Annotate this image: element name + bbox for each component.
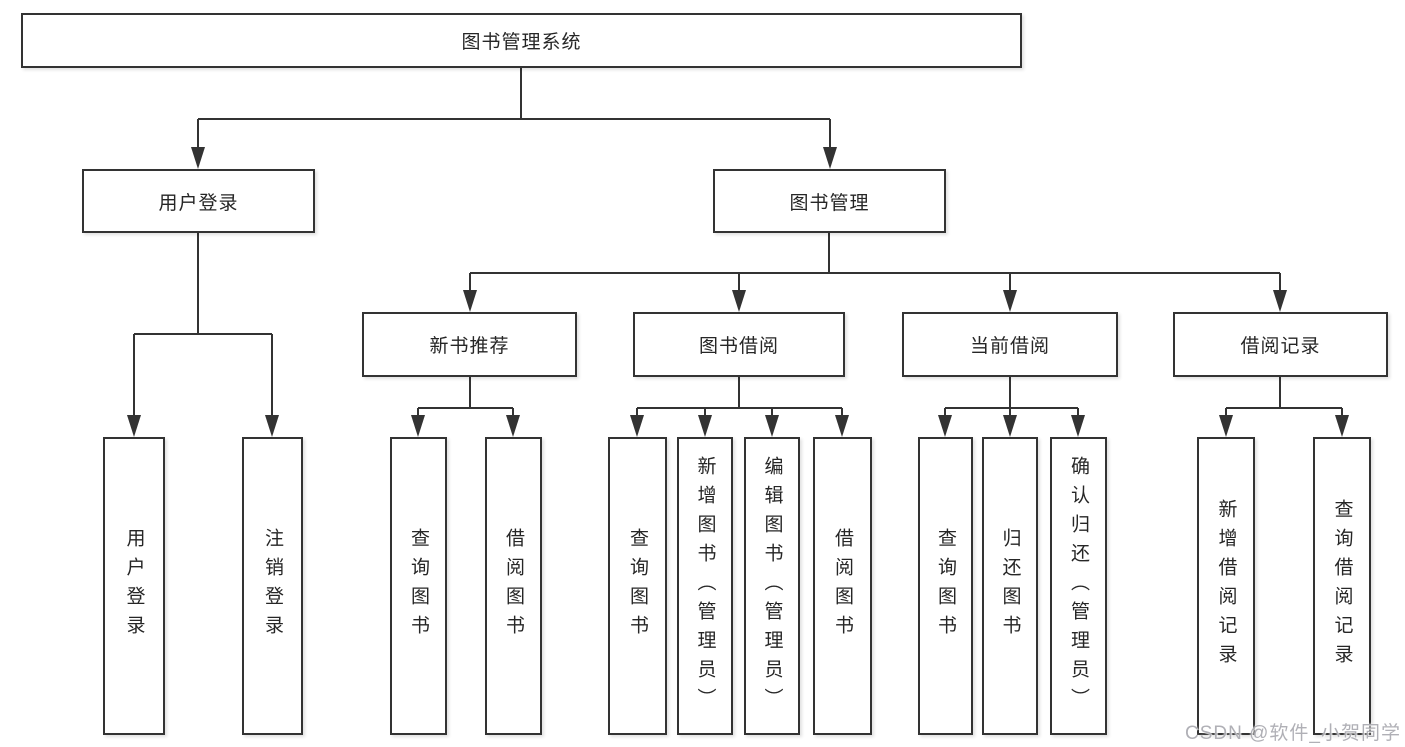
connector-new-book-rec-to-leaves (417, 377, 514, 419)
connector-root-to-level2 (197, 68, 831, 150)
node-new-book-recommendation: 新书推荐 (362, 312, 577, 377)
connector-book-borrow-to-leaves (636, 377, 843, 419)
connector-book-mgmt-to-level3 (469, 233, 1281, 294)
leaf-user-login: 用户登录 (103, 437, 165, 735)
node-borrowing-records: 借阅记录 (1173, 312, 1388, 377)
leaf-borrow-add-books-admin: 新增图书（管理员） (677, 437, 733, 735)
leaf-current-query-books: 查询图书 (918, 437, 973, 735)
connector-user-login-to-leaves (133, 233, 273, 419)
arrowheads (127, 147, 1349, 437)
leaf-records-add-borrow-record: 新增借阅记录 (1197, 437, 1255, 735)
node-book-management: 图书管理 (713, 169, 946, 233)
node-library-management-system: 图书管理系统 (21, 13, 1022, 68)
leaf-logout-login: 注销登录 (242, 437, 303, 735)
connector-borrow-records-to-leaves (1225, 377, 1343, 419)
node-user-login: 用户登录 (82, 169, 315, 233)
leaf-borrow-borrow-books: 借阅图书 (813, 437, 872, 735)
leaf-current-return-books: 归还图书 (982, 437, 1038, 735)
leaf-borrow-edit-books-admin: 编辑图书（管理员） (744, 437, 800, 735)
leaf-borrow-query-books: 查询图书 (608, 437, 667, 735)
connector-current-borrow-to-leaves (944, 377, 1079, 419)
leaf-newrec-borrow-books: 借阅图书 (485, 437, 542, 735)
node-book-borrowing: 图书借阅 (633, 312, 845, 377)
leaf-newrec-query-books: 查询图书 (390, 437, 447, 735)
node-current-borrowing: 当前借阅 (902, 312, 1118, 377)
leaf-current-confirm-return-admin: 确认归还（管理员） (1050, 437, 1107, 735)
leaf-records-query-borrow-record: 查询借阅记录 (1313, 437, 1371, 735)
